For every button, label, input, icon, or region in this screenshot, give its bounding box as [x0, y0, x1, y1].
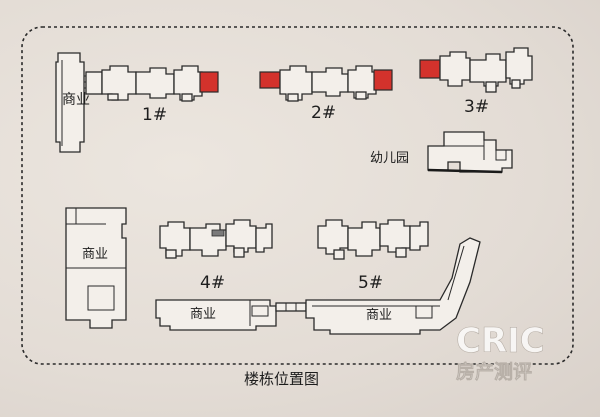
- watermark-brand: CRIC: [456, 321, 545, 361]
- building-2: 2#: [259, 65, 393, 123]
- diagram-title: 楼栋位置图: [244, 370, 319, 388]
- building-2-label: 2#: [311, 103, 336, 123]
- cric-watermark: CRIC 房产测评: [456, 321, 545, 384]
- connector-bridge: [275, 302, 307, 312]
- commercial-label-2: 商业: [82, 247, 108, 262]
- building-1: 1#: [84, 65, 219, 125]
- building-4: 4#: [159, 219, 273, 293]
- commercial-block-top-left: 商业: [55, 52, 90, 153]
- commercial-label-3: 商业: [190, 307, 216, 322]
- site-boundary: [21, 26, 574, 365]
- watermark-sub: 房产测评: [456, 360, 532, 383]
- kindergarten-label: 幼儿园: [370, 151, 409, 166]
- building-3-label: 3#: [464, 97, 489, 117]
- building-4-label: 4#: [200, 273, 225, 293]
- building-5-label: 5#: [358, 273, 383, 293]
- kindergarten: 幼儿园: [370, 131, 513, 174]
- building-1-label: 1#: [142, 105, 167, 125]
- commercial-l-block: 商业: [305, 237, 481, 335]
- building-5: 5#: [317, 219, 429, 293]
- commercial-label-1: 商业: [62, 92, 90, 108]
- commercial-strip-bottom-left: 商业: [155, 299, 277, 331]
- building-3: 3#: [419, 47, 533, 117]
- commercial-block-left: 商业: [65, 207, 127, 329]
- commercial-label-4: 商业: [366, 308, 392, 323]
